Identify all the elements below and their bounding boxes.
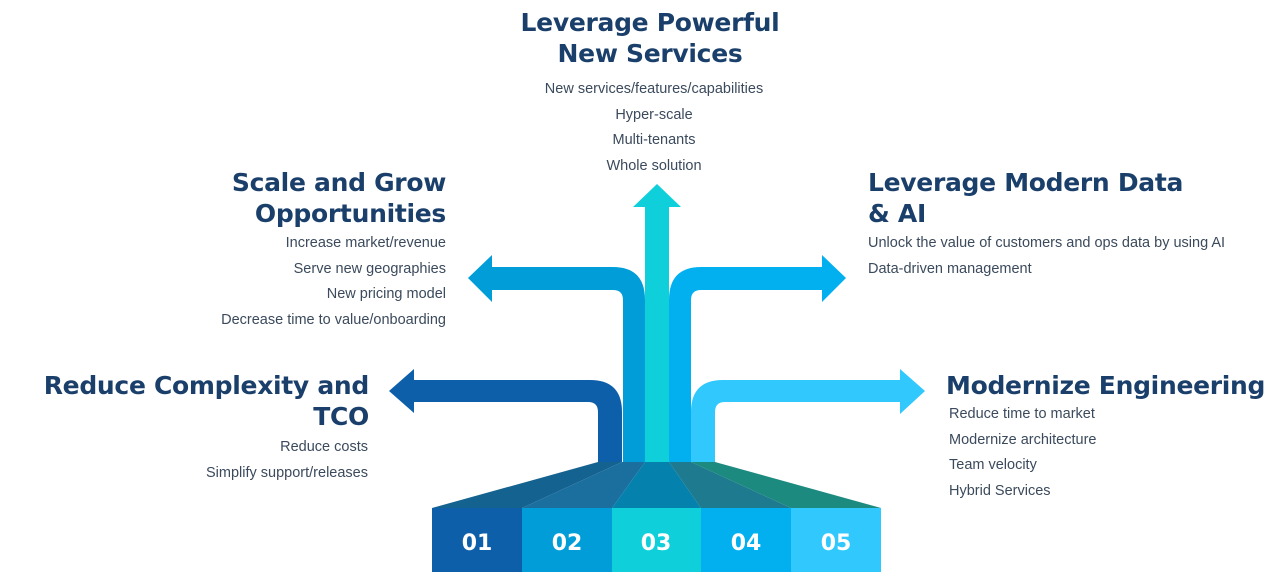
item-03-bullet: Whole solution xyxy=(606,158,702,175)
number-box-02 xyxy=(522,508,612,572)
item-02-bullets: Increase market/revenue Serve new geogra… xyxy=(146,231,446,334)
item-04-bullet: Data-driven management xyxy=(868,260,1032,277)
number-box-04 xyxy=(701,508,791,572)
number-label-01: 01 xyxy=(462,531,493,556)
item-03-bullet: Hyper-scale xyxy=(615,106,693,123)
item-02-bullet: Decrease time to value/onboarding xyxy=(221,312,446,329)
item-01-title: Reduce Complexity and TCO xyxy=(20,370,370,432)
fan-segment-02 xyxy=(522,462,645,508)
item-04-bullets: Unlock the value of customers and ops da… xyxy=(868,231,1268,282)
item-03-title-line-1: Leverage Powerful xyxy=(520,8,780,37)
item-05-title-line-1: Modernize Engineering xyxy=(946,371,1266,400)
item-04-bullet: Unlock the value of customers and ops da… xyxy=(868,235,1226,251)
fan-segment-04 xyxy=(669,462,791,508)
item-04-title-line-2: & AI xyxy=(868,199,926,228)
arrow-01-left xyxy=(389,369,622,462)
item-02-title-line-1: Scale and Grow xyxy=(231,168,446,197)
item-01-bullet: Reduce costs xyxy=(280,439,368,455)
item-01-title-line-2: TCO xyxy=(313,402,369,431)
number-label-03: 03 xyxy=(641,531,672,556)
item-05-bullet: Reduce time to market xyxy=(949,406,1095,422)
number-label-05: 05 xyxy=(821,531,852,556)
fan-segment-01 xyxy=(432,462,622,508)
item-02-bullet: New pricing model xyxy=(326,286,446,303)
item-05-bullets: Reduce time to market Modernize architec… xyxy=(949,402,1249,505)
item-01-bullets: Reduce costs Simplify support/releases xyxy=(68,435,368,486)
item-05-bullet: Team velocity xyxy=(949,457,1037,474)
item-05-bullet: Modernize architecture xyxy=(949,431,1097,448)
item-01-title-line-1: Reduce Complexity and xyxy=(43,371,370,400)
arrow-05-right xyxy=(691,369,925,462)
fan-segment-03 xyxy=(612,462,701,508)
item-02-bullet: Serve new geographies xyxy=(293,260,446,277)
item-02-bullet: Increase market/revenue xyxy=(285,235,446,251)
item-03-title-line-2: New Services xyxy=(557,39,743,68)
number-box-03 xyxy=(612,508,701,572)
item-04-title-line-1: Leverage Modern Data xyxy=(868,168,1184,197)
item-02-title: Scale and Grow Opportunities xyxy=(146,167,446,229)
number-label-02: 02 xyxy=(552,531,583,556)
number-label-04: 04 xyxy=(731,531,762,556)
number-box-01 xyxy=(432,508,522,572)
fan-segment-05 xyxy=(691,462,881,508)
item-05-title: Modernize Engineering xyxy=(946,370,1266,401)
arrow-02-left xyxy=(468,255,645,462)
item-03-title: Leverage Powerful New Services xyxy=(500,7,800,69)
number-box-05 xyxy=(791,508,881,572)
item-03-bullets: New services/features/capabilities Hyper… xyxy=(504,77,804,180)
item-05-bullet: Hybrid Services xyxy=(949,483,1051,500)
arrow-04-right xyxy=(669,255,846,462)
item-04-title: Leverage Modern Data & AI xyxy=(868,167,1248,229)
item-01-bullet: Simplify support/releases xyxy=(206,464,368,481)
item-02-title-line-2: Opportunities xyxy=(254,199,446,228)
item-03-bullet: New services/features/capabilities xyxy=(544,81,764,97)
item-03-bullet: Multi-tenants xyxy=(612,132,696,149)
